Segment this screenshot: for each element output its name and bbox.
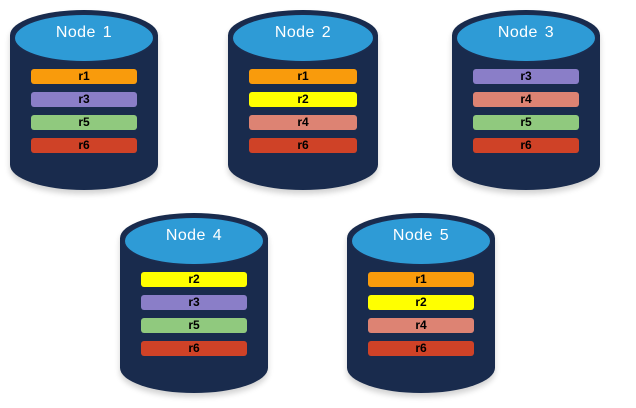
replica-bar[interactable]: r4 [472,91,580,107]
replica-bar[interactable]: r2 [367,294,475,310]
cylinder-top-ellipse [455,12,597,64]
replica-bar[interactable]: r5 [472,114,580,130]
replica-bar[interactable]: r4 [367,317,475,333]
replica-list: r2 r3 r5 r6 [140,271,248,356]
cylinder-top-ellipse [350,215,492,267]
replica-bar[interactable]: r4 [249,114,357,130]
replica-bar[interactable]: r2 [140,271,248,287]
cylinder-top-ellipse [123,215,265,267]
replica-bar[interactable]: r5 [30,114,138,130]
cylinder-top-ellipse [231,12,375,64]
cylinder-top-ellipse [13,12,155,64]
replica-bar[interactable]: r6 [140,340,248,356]
replica-list: r1 r3 r5 r6 [30,68,138,153]
replica-bar[interactable]: r3 [30,91,138,107]
replica-bar[interactable]: r6 [367,340,475,356]
replica-bar[interactable]: r6 [472,137,580,153]
replica-bar[interactable]: r5 [140,317,248,333]
replica-list: r3 r4 r5 r6 [472,68,580,153]
replica-bar[interactable]: r3 [472,68,580,84]
replica-bar[interactable]: r3 [140,294,248,310]
replica-bar[interactable]: r6 [249,137,357,153]
replica-list: r1 r2 r4 r6 [249,68,357,153]
replica-bar[interactable]: r1 [367,271,475,287]
replica-bar[interactable]: r6 [30,137,138,153]
replica-bar[interactable]: r1 [30,68,138,84]
replica-list: r1 r2 r4 r6 [367,271,475,356]
replica-bar[interactable]: r2 [249,91,357,107]
replica-bar[interactable]: r1 [249,68,357,84]
